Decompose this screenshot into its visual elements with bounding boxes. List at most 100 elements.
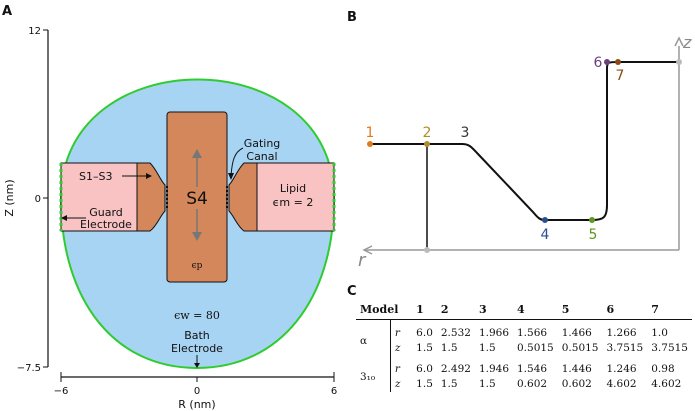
b-point-label-5: 5 <box>589 227 598 243</box>
bath-arrow-head <box>194 363 200 368</box>
gating-label-line2: Canal <box>246 150 277 163</box>
s4-label-bg <box>182 187 212 209</box>
table-cell: 6.0 <box>416 363 433 375</box>
table-cell: 0.5015 <box>517 342 554 354</box>
gating-arrow-head <box>228 173 234 180</box>
table-cell: 2.532 <box>440 327 471 339</box>
x-tick-label-zero: 0 <box>194 386 200 397</box>
table-cell: 1.5 <box>478 378 496 390</box>
table-cell: 0.98 <box>651 363 675 375</box>
table-cell: 1.5 <box>416 342 433 354</box>
b-point-label-1: 1 <box>366 125 375 141</box>
s1s3-label: S1–S3 <box>79 170 112 183</box>
bath-label-line1: Bath <box>184 329 210 342</box>
table-header-model: Model <box>356 301 413 320</box>
table-row: 3₁₀ r 6.0 2.492 1.946 1.546 1.446 1.246 … <box>356 356 692 392</box>
y-tick-label-bottom: −7.5 <box>17 363 41 374</box>
table-cell: 3.7515 <box>651 342 688 354</box>
bath-label-line2: Electrode <box>171 342 223 355</box>
table-cell: 1.466 <box>561 327 592 339</box>
table-row: z 1.5 1.5 1.5 0.602 0.602 4.602 4.602 <box>356 377 692 392</box>
s4-label: S4 <box>186 189 208 209</box>
lipid-label-line2: ϵm = 2 <box>273 196 314 209</box>
lipid-label-line1: Lipid <box>280 182 306 195</box>
b-point-7 <box>615 59 621 65</box>
b-profile-curve <box>370 61 679 221</box>
b-drop-point <box>424 247 430 253</box>
table-cell: 1.966 <box>478 327 509 339</box>
y-axis-label: Z (nm) <box>3 179 16 216</box>
x-tick-label-left: −6 <box>54 386 69 397</box>
s1s3-right <box>228 162 258 232</box>
table-row: α r 6.0 2.532 1.966 1.566 1.466 1.266 1.… <box>356 319 692 356</box>
table-cell: 0.602 <box>517 378 548 390</box>
b-point-label-4: 4 <box>541 227 550 243</box>
table-cell: 1.5 <box>440 378 458 390</box>
y-tick-label-zero: 0 <box>35 194 41 205</box>
table-cell: 6.0 <box>416 327 433 339</box>
row-symbol: r <box>394 363 400 375</box>
b-axis-z-head <box>674 36 684 47</box>
b-point-2 <box>424 141 430 147</box>
table-cell: 4.602 <box>606 378 637 390</box>
table-cell: 1.266 <box>606 327 637 339</box>
panel-a-label: A <box>2 4 12 19</box>
table-header-col: 5 <box>557 301 603 320</box>
b-point-label-6: 6 <box>594 55 603 71</box>
gating-arrow <box>230 147 244 177</box>
table-header-row: Model 1 2 3 4 5 6 7 <box>356 301 692 320</box>
b-axis-z-label: z <box>682 33 692 52</box>
table-cell: 1.446 <box>561 363 592 375</box>
b-point-label-2: 2 <box>423 125 432 141</box>
table-cell: 2.492 <box>440 363 471 375</box>
lipid-left <box>60 162 142 232</box>
y-tick-label-top: 12 <box>28 26 41 37</box>
b-axis-r-label: r <box>358 250 367 271</box>
b-point-6 <box>604 59 610 65</box>
table-header-col: 2 <box>436 301 475 320</box>
s1s3-arrow-head <box>146 173 152 179</box>
model-name-3-10: 3₁₀ <box>356 356 391 392</box>
table-cell: 0.5015 <box>561 342 599 354</box>
s1s3-left <box>136 162 166 232</box>
gating-label-line1: Gating <box>244 137 281 150</box>
x-axis-label: R (nm) <box>178 398 215 411</box>
table-cell: 1.546 <box>517 363 548 375</box>
table-cell: 1.246 <box>606 363 637 375</box>
parameters-table: Model 1 2 3 4 5 6 7 α r 6.0 2.532 1.966 … <box>356 301 692 392</box>
b-point-4 <box>542 217 548 223</box>
model-name-alpha: α <box>356 319 391 356</box>
table-cell: 3.7515 <box>606 342 644 354</box>
table-header-col: 6 <box>602 301 648 320</box>
row-symbol: z <box>394 342 401 354</box>
b-axis-r-head <box>362 245 373 255</box>
b-axis-top-point <box>676 59 682 65</box>
eps-p-label: ϵp <box>192 261 203 271</box>
table-cell: 4.602 <box>651 378 682 390</box>
table-header-col: 4 <box>513 301 558 320</box>
guard-label-line1: Guard <box>89 206 123 219</box>
x-tick-label-right: 6 <box>331 386 337 397</box>
table-header-col: 1 <box>412 301 437 320</box>
panel-b-label: B <box>347 10 357 25</box>
table-cell: 1.566 <box>517 327 548 339</box>
s4-arrow-head-up <box>192 149 202 158</box>
table-cell: 1.0 <box>651 327 668 339</box>
panel-c-label: C <box>347 284 357 299</box>
table-cell: 1.5 <box>440 342 458 354</box>
table-header-col: 7 <box>647 301 692 320</box>
s4-arrow-head-down <box>192 232 202 241</box>
table-cell: 0.602 <box>561 378 592 390</box>
table-cell: 1.5 <box>416 378 433 390</box>
eps-w-label: ϵw = 80 <box>174 309 220 322</box>
b-point-label-7: 7 <box>616 68 625 84</box>
row-symbol: z <box>394 378 401 390</box>
table-header-col: 3 <box>474 301 513 320</box>
table-cell: 1.5 <box>478 342 496 354</box>
row-symbol: r <box>394 327 400 339</box>
b-point-1 <box>367 141 373 147</box>
b-point-5 <box>589 217 595 223</box>
table-row: z 1.5 1.5 1.5 0.5015 0.5015 3.7515 3.751… <box>356 341 692 356</box>
guard-label-line2: Electrode <box>80 218 132 231</box>
